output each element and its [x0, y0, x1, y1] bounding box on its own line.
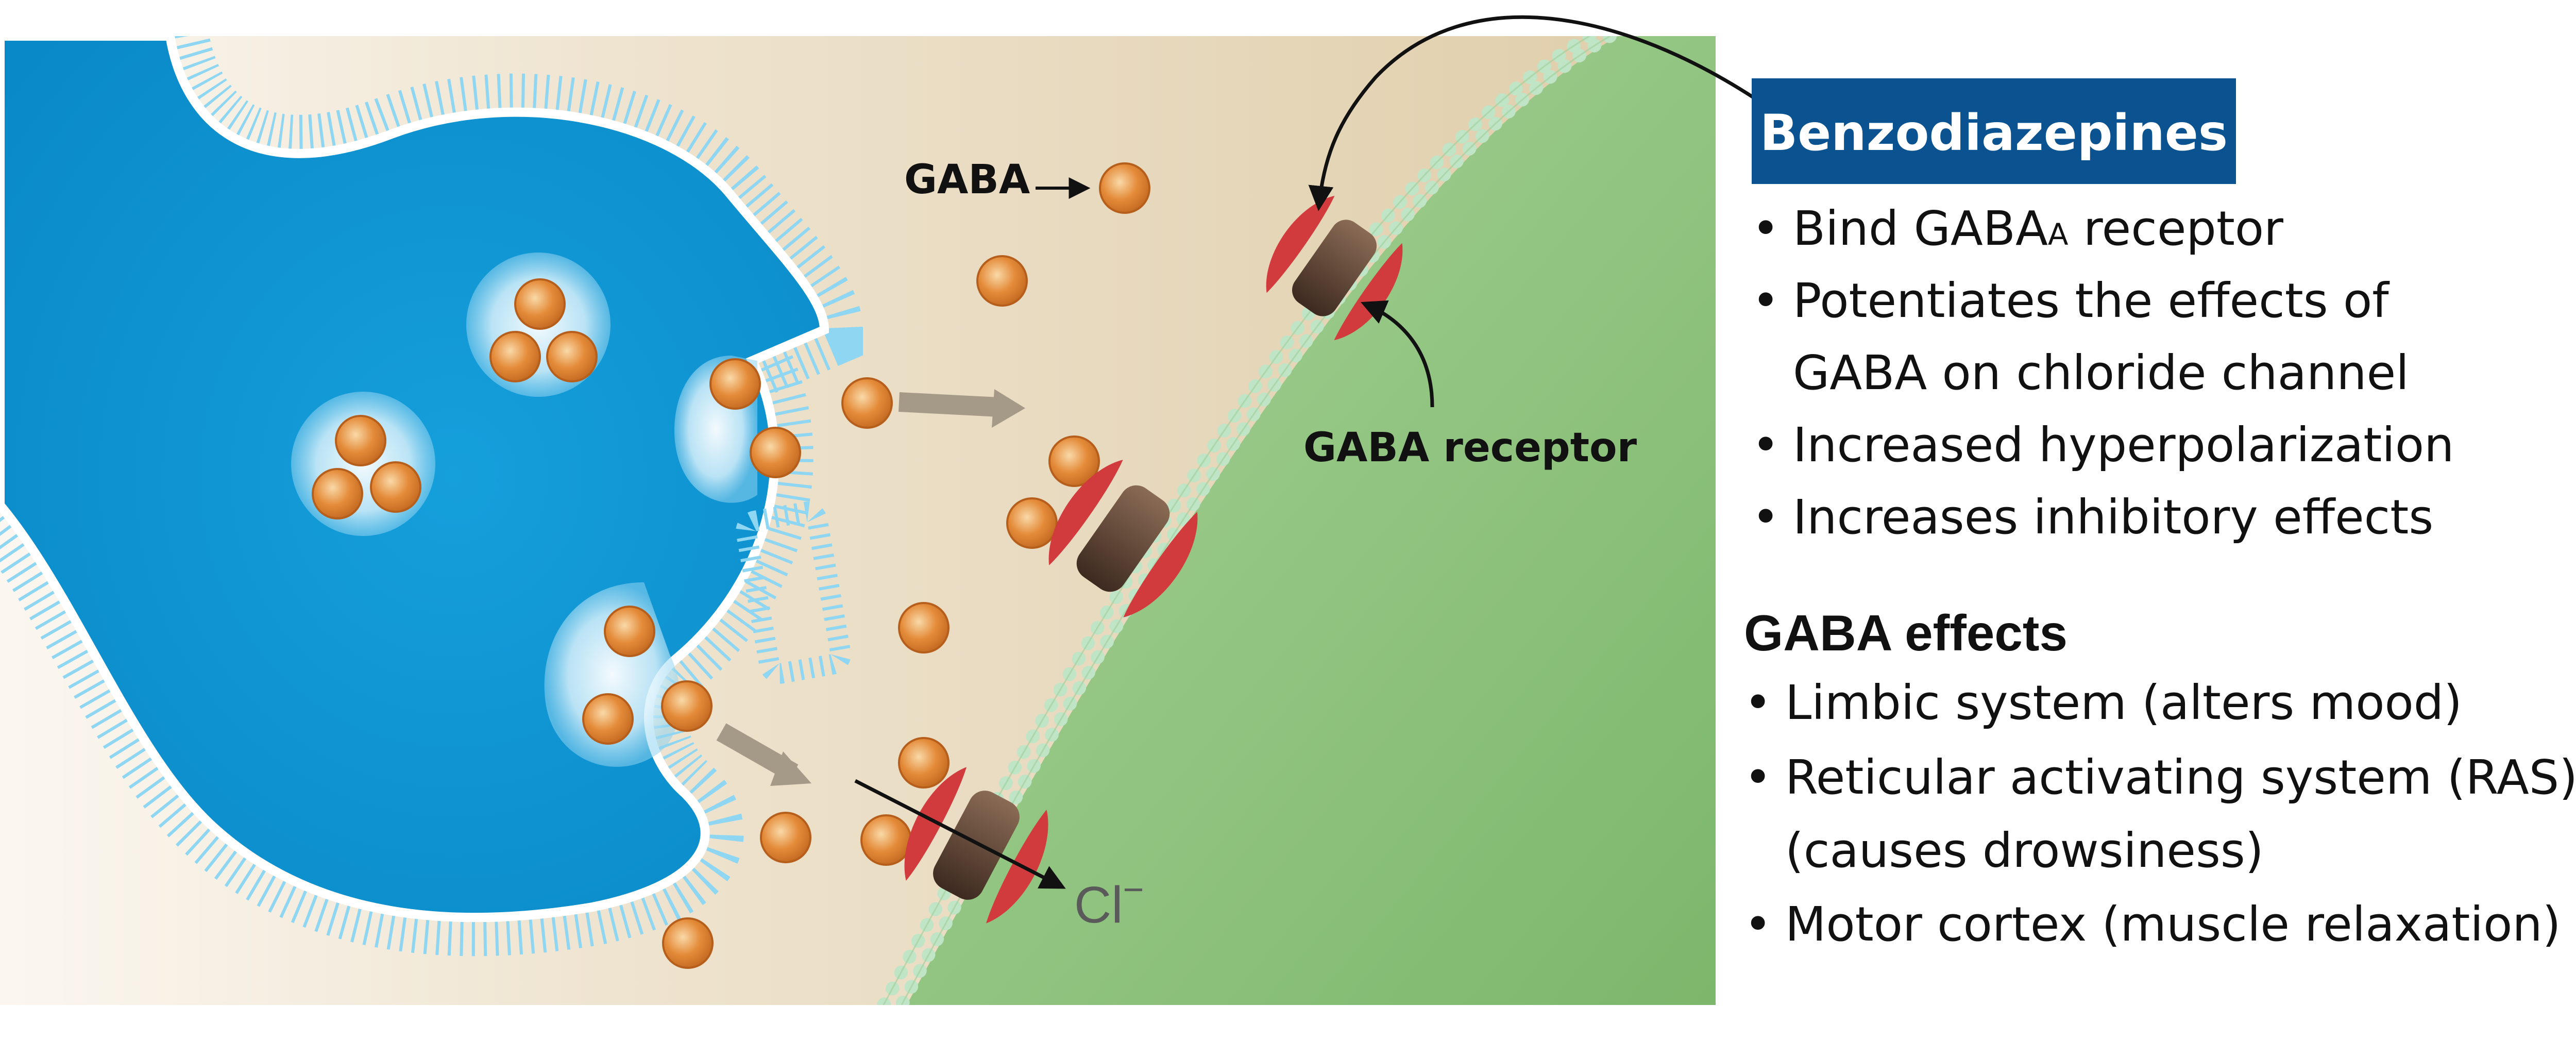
benzodiazepines-title-box: [1752, 78, 2236, 184]
benzodiazepine-pointer: [1308, 15, 1763, 211]
gaba-receptor-channel: [1048, 460, 1198, 617]
gaba-molecule: [604, 606, 655, 657]
bullet-dot: •: [1752, 273, 1780, 328]
bullet-text-continued: GABA on chloride channel: [1793, 345, 2409, 400]
bullet-item: • Limbic system (alters mood): [1744, 675, 2462, 730]
bullet-item: • Increased hyperpolarization: [1752, 417, 2454, 473]
bullet-item: • Potentiates the effects of GABA on chl…: [1752, 273, 2409, 400]
postsynaptic-neuron: [907, 36, 1716, 1005]
bullet-text: Motor cortex (muscle relaxation): [1785, 897, 2561, 952]
gaba-molecule: [662, 917, 714, 969]
bullet-text: Increased hyperpolarization: [1793, 417, 2454, 473]
gaba-effects-title: GABA effects: [1744, 605, 2067, 661]
gaba-effects-bullets: • Limbic system (alters mood) • Reticula…: [1744, 675, 2576, 952]
chloride-influx-arrow: [854, 779, 1066, 889]
gaba-molecule: [546, 331, 598, 382]
bullet-dot: •: [1752, 201, 1780, 256]
gaba-molecule: [370, 461, 421, 513]
bullet-text: Reticular activating system (RAS): [1785, 750, 2576, 805]
bullet-item: • Bind GABAA receptor: [1752, 201, 2283, 256]
gaba-molecule: [860, 814, 912, 866]
gaba-molecule: [898, 602, 950, 653]
gaba-molecule: [335, 415, 386, 466]
bullet-text: Limbic system (alters mood): [1785, 675, 2462, 730]
bullet-dot: •: [1744, 675, 1772, 730]
benzodiazepine-bullets: • Bind GABAA receptor • Potentiates the …: [1752, 201, 2454, 545]
bullet-dot: •: [1744, 897, 1772, 952]
gaba-molecule: [841, 377, 893, 429]
gaba-label: GABA: [904, 157, 1030, 203]
gaba-molecule: [750, 427, 801, 478]
gaba-molecule: [1099, 162, 1150, 214]
bullet-text-continued: (causes drowsiness): [1785, 823, 2264, 878]
gaba-receptor-pointer: [1360, 300, 1434, 408]
synapse-panel: GABA GABA receptor Cl−: [0, 36, 1716, 1005]
bullet-item: • Motor cortex (muscle relaxation): [1744, 897, 2561, 952]
gaba-molecule: [709, 358, 761, 410]
diffusion-arrow: [899, 392, 1000, 417]
lipid-fragment: [736, 501, 851, 684]
gaba-receptor-label: GABA receptor: [1303, 425, 1637, 471]
gaba-molecule: [489, 331, 541, 382]
bullet-dot: •: [1752, 417, 1780, 473]
bullet-text: Bind GABAA receptor: [1793, 201, 2283, 256]
bullet-dot: •: [1752, 490, 1780, 545]
bullet-dot: •: [1744, 750, 1772, 805]
bullet-text: Potentiates the effects of: [1793, 273, 2390, 328]
gaba-molecule: [312, 468, 363, 519]
gaba-molecule: [976, 255, 1028, 307]
gaba-molecules: [312, 162, 1150, 969]
bullet-item: • Reticular activating system (RAS) (cau…: [1744, 750, 2576, 878]
bullet-item: • Increases inhibitory effects: [1752, 490, 2433, 545]
gaba-molecule: [582, 693, 634, 745]
gaba-molecule: [1006, 497, 1058, 549]
gaba-molecule: [898, 737, 950, 789]
gaba-molecule: [661, 680, 713, 732]
chloride-ion-label: Cl−: [1074, 869, 1144, 934]
bullet-text: Increases inhibitory effects: [1793, 490, 2433, 545]
benzodiazepines-title: Benzodiazepines: [1760, 104, 2228, 162]
gaba-molecule: [1048, 435, 1100, 487]
gaba-molecule: [760, 812, 811, 863]
gaba-receptor-channel: [1266, 195, 1403, 341]
gaba-molecule: [514, 278, 566, 330]
